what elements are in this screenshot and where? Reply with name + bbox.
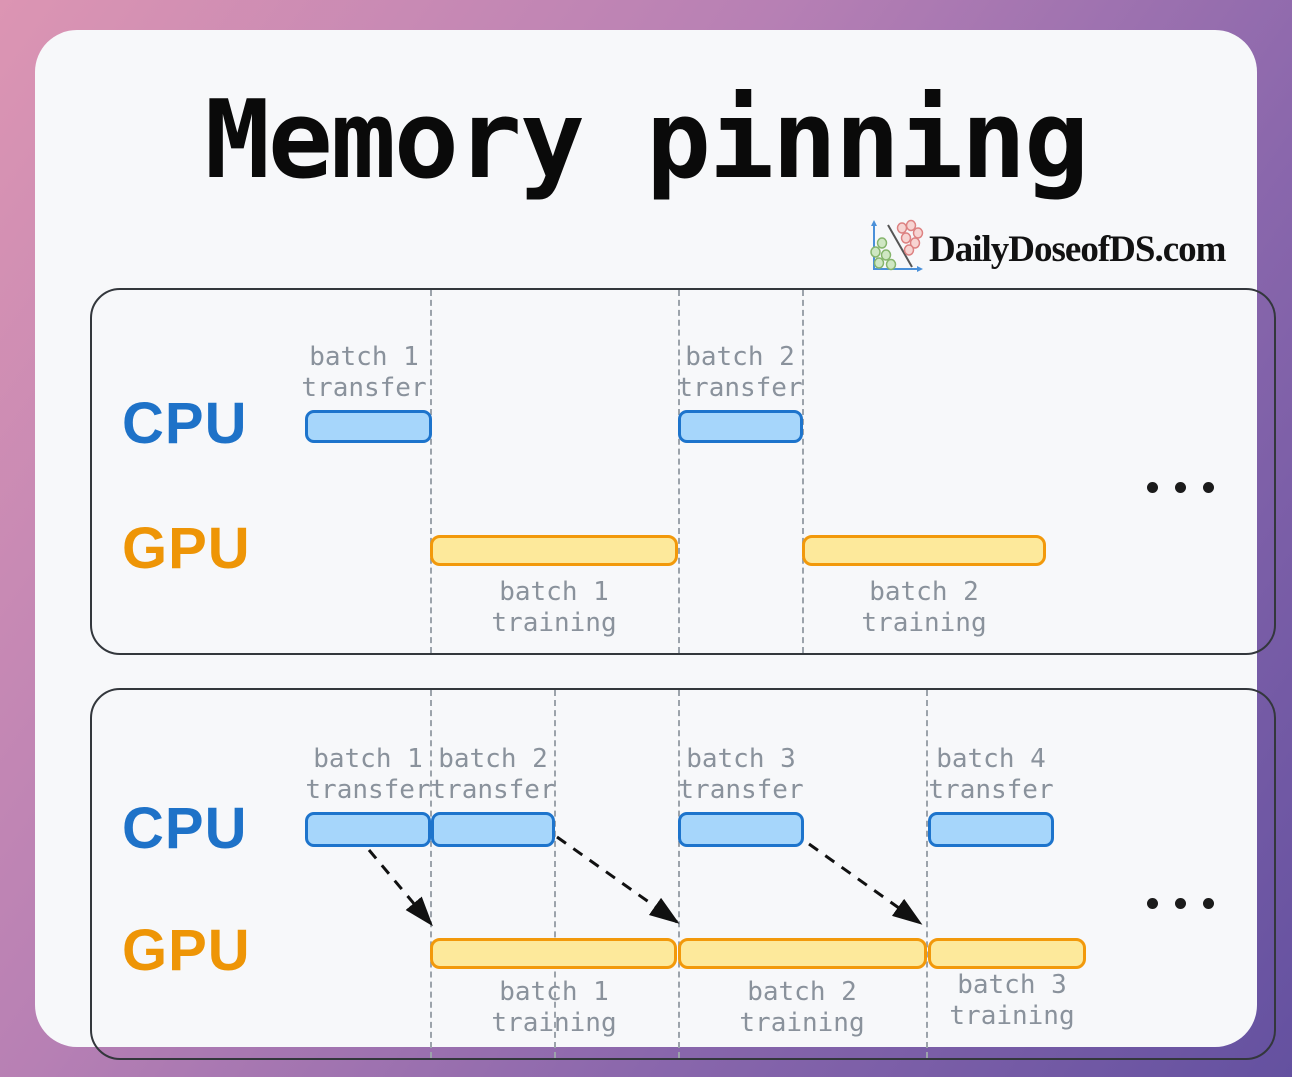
scatter-plot-icon — [865, 218, 925, 280]
transfer-label-line1: batch 1 — [309, 342, 419, 372]
gpu-training-bar — [430, 938, 677, 969]
training-label-line2: training — [861, 608, 987, 638]
transfer-label-line2: transfer — [430, 775, 556, 805]
gpu-row-label: GPU — [122, 516, 251, 581]
training-label-line2: training — [949, 1001, 1075, 1031]
ellipsis-dot — [1175, 898, 1186, 909]
main-card: Memory pinning DailyD — [35, 30, 1276, 1060]
time-divider — [430, 690, 432, 1058]
cpu-row-label: CPU — [122, 796, 248, 861]
ellipsis-dot — [1147, 482, 1158, 493]
transfer-label-line2: transfer — [305, 775, 431, 805]
transfer-label: batch 1 transfer — [301, 342, 426, 404]
training-label-line1: batch 1 — [499, 577, 609, 607]
brand-logo: DailyDoseofDS.com — [865, 218, 1226, 280]
ellipsis-dot — [1147, 898, 1158, 909]
transfer-label-line1: batch 1 — [313, 744, 423, 774]
transfer-to-training-arrows — [367, 835, 923, 927]
ellipsis — [1147, 898, 1214, 909]
time-divider — [678, 290, 680, 653]
arrow-batch1 — [367, 849, 433, 927]
transfer-label-line2: transfer — [678, 775, 804, 805]
cpu-transfer-bar — [431, 812, 555, 847]
training-label-line1: batch 3 — [957, 970, 1067, 1000]
transfer-label-line1: batch 3 — [686, 744, 796, 774]
transfer-label-line1: batch 2 — [438, 744, 548, 774]
transfer-label-line1: batch 4 — [936, 744, 1046, 774]
ellipsis-dot — [1203, 482, 1214, 493]
cpu-transfer-bar — [678, 812, 804, 847]
cpu-transfer-bar — [928, 812, 1054, 847]
transfer-label: batch 1 transfer — [305, 744, 430, 806]
training-label-line2: training — [491, 1008, 617, 1038]
ellipsis-dot — [1203, 898, 1214, 909]
transfer-label: batch 2 transfer — [677, 342, 802, 404]
time-divider — [554, 690, 556, 1058]
transfer-label-line2: transfer — [301, 373, 427, 403]
gpu-row-label: GPU — [122, 918, 251, 983]
transfer-label: batch 3 transfer — [678, 744, 803, 806]
gpu-training-bar — [430, 535, 678, 566]
page-title: Memory pinning — [204, 78, 1089, 203]
cpu-transfer-bar — [678, 410, 803, 443]
training-label: batch 2 training — [861, 577, 986, 639]
transfer-label-line2: transfer — [677, 373, 803, 403]
transfer-label: batch 2 transfer — [430, 744, 555, 806]
training-label: batch 2 training — [739, 977, 864, 1039]
transfer-label-line2: transfer — [928, 775, 1054, 805]
time-divider — [926, 690, 928, 1058]
cpu-transfer-bar — [305, 812, 431, 847]
training-label: batch 1 training — [491, 577, 616, 639]
training-label-line1: batch 2 — [869, 577, 979, 607]
ellipsis — [1147, 482, 1214, 493]
training-label: batch 1 training — [491, 977, 616, 1039]
cpu-row-label: CPU — [122, 391, 248, 456]
transfer-label-line1: batch 2 — [685, 342, 795, 372]
gpu-training-bar — [802, 535, 1046, 566]
timeline-panel-sequential: CPU GPU batch 1 transfer batch 2 transfe… — [90, 288, 1276, 655]
transfer-label: batch 4 transfer — [928, 744, 1053, 806]
gpu-training-bar — [928, 938, 1086, 969]
arrow-batch3 — [808, 842, 923, 925]
timeline-panel-pinned: CPU GPU batch 1 transfer batch 2 transfe… — [90, 688, 1276, 1060]
training-label-line2: training — [739, 1008, 865, 1038]
arrow-batch2 — [556, 835, 680, 924]
time-divider — [678, 690, 680, 1058]
brand-text: DailyDoseofDS.com — [929, 228, 1226, 270]
training-label-line1: batch 1 — [499, 977, 609, 1007]
ellipsis-dot — [1175, 482, 1186, 493]
gpu-training-bar — [678, 938, 927, 969]
time-divider — [430, 290, 432, 653]
training-label-line2: training — [491, 608, 617, 638]
training-label: batch 3 training — [949, 970, 1074, 1032]
cpu-transfer-bar — [305, 410, 432, 443]
training-label-line1: batch 2 — [747, 977, 857, 1007]
time-divider — [802, 290, 804, 653]
